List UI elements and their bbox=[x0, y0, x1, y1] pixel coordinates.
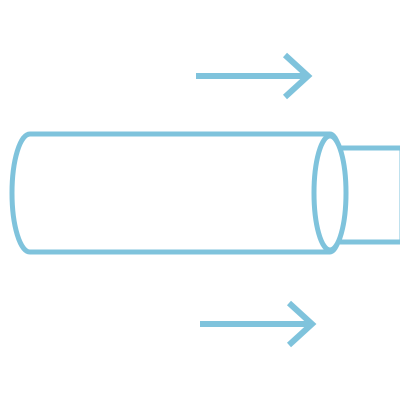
cylinder-sheath-icon bbox=[9, 131, 400, 255]
bottom-arrow-icon bbox=[200, 300, 317, 348]
top-arrow-icon bbox=[196, 52, 313, 100]
